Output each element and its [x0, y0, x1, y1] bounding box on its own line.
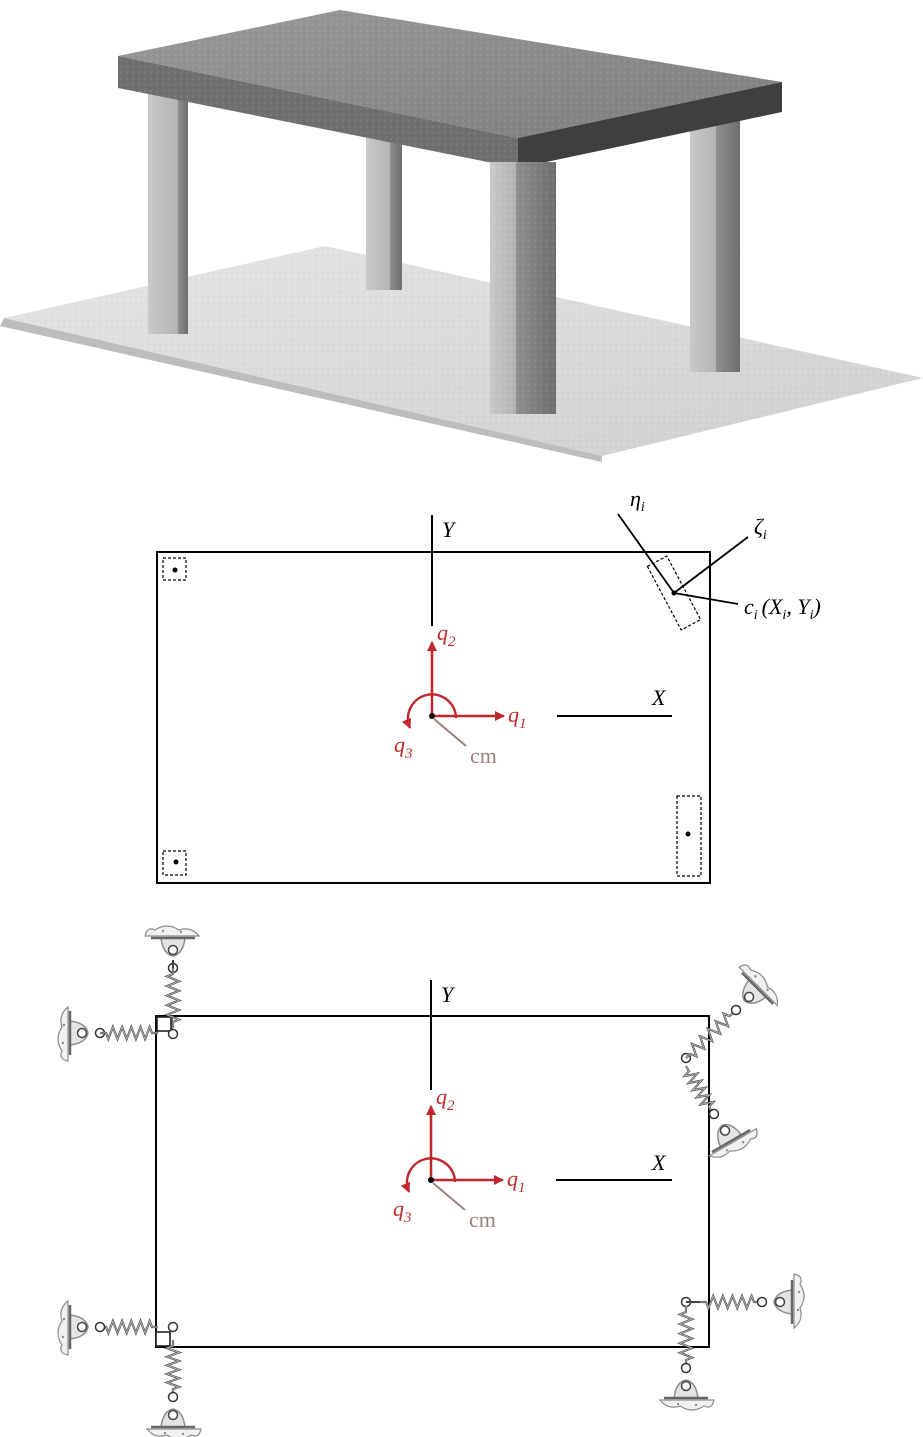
q3-label-spring: q3 [393, 1196, 412, 1226]
q3-rotation-arrow-spring [400, 1157, 457, 1193]
zeta-axis [673, 536, 749, 594]
3d-render [0, 10, 923, 462]
column-bottom-right [676, 795, 702, 877]
q2-label-spring: q2 [436, 1084, 455, 1114]
cm-label: cm [470, 743, 497, 768]
fixed-support-icon [708, 1124, 758, 1158]
zeta-label: ζi [754, 514, 767, 543]
fixed-support-icon [773, 1273, 805, 1330]
fixed-support-icon [144, 925, 201, 957]
q3-label: q3 [394, 732, 413, 762]
cm-point [429, 713, 435, 719]
pin-joint-icon [756, 1296, 768, 1308]
pin-joint-icon [167, 1321, 179, 1333]
spring-icon [100, 1023, 158, 1043]
slab-outline-spring [155, 1015, 710, 1348]
spring-icon [700, 1293, 760, 1311]
cm-leader [433, 718, 467, 747]
cm-leader-spring [432, 1182, 466, 1211]
fixed-support-icon [57, 1005, 89, 1062]
pin-joint-icon [167, 1028, 179, 1040]
spring-icon [681, 1065, 717, 1113]
eta-label: ηi [630, 486, 645, 515]
spring-icon [685, 1011, 735, 1059]
column-leader [673, 592, 739, 605]
q1-label-spring: q1 [507, 1166, 526, 1196]
column-bottom-left [162, 850, 187, 876]
pin-joint-icon [708, 1108, 720, 1120]
eta-axis [617, 513, 675, 594]
spring-icon [164, 968, 182, 1028]
x-axis-label-spring: X [651, 1150, 667, 1175]
fixed-support-icon [57, 1299, 89, 1356]
column-coordinates-label: ci(Xi, Yi) [744, 594, 821, 623]
column-front [490, 162, 556, 414]
slab-outline [156, 551, 711, 884]
spring-supports [57, 925, 805, 1437]
column-right [690, 120, 740, 372]
cm-point-spring [428, 1177, 434, 1183]
q2-label: q2 [437, 620, 456, 650]
pin-joint-icon [94, 1321, 106, 1333]
q3-rotation-arrow [401, 693, 458, 729]
x-axis-label: X [651, 685, 667, 710]
fixed-support-icon [145, 1408, 202, 1437]
column-top-left [162, 557, 187, 581]
column-back [366, 134, 402, 290]
fixed-support-icon [658, 1379, 715, 1411]
fixed-support-icon [738, 964, 779, 1007]
y-axis-label-spring: Y [441, 982, 456, 1007]
column-node [156, 1016, 172, 1032]
y-axis-label: Y [442, 517, 457, 542]
column-node [155, 1331, 171, 1347]
ground-slab-edge [0, 318, 602, 462]
cm-label-spring: cm [469, 1207, 496, 1232]
pin-joint-icon [730, 1004, 742, 1016]
spring-icon [163, 1340, 183, 1395]
column-left [148, 88, 188, 334]
pin-joint-icon [167, 1391, 179, 1403]
q1-label: q1 [508, 702, 527, 732]
spring-icon [677, 1306, 695, 1366]
spring-model-diagram: Y X q2 q1 q3 cm [57, 925, 805, 1437]
spring-icon [100, 1317, 158, 1337]
slab-side-face [518, 82, 782, 168]
top-view-diagram: Y X q2 q1 q3 cm [156, 486, 821, 884]
pin-joint-icon [680, 1362, 692, 1374]
